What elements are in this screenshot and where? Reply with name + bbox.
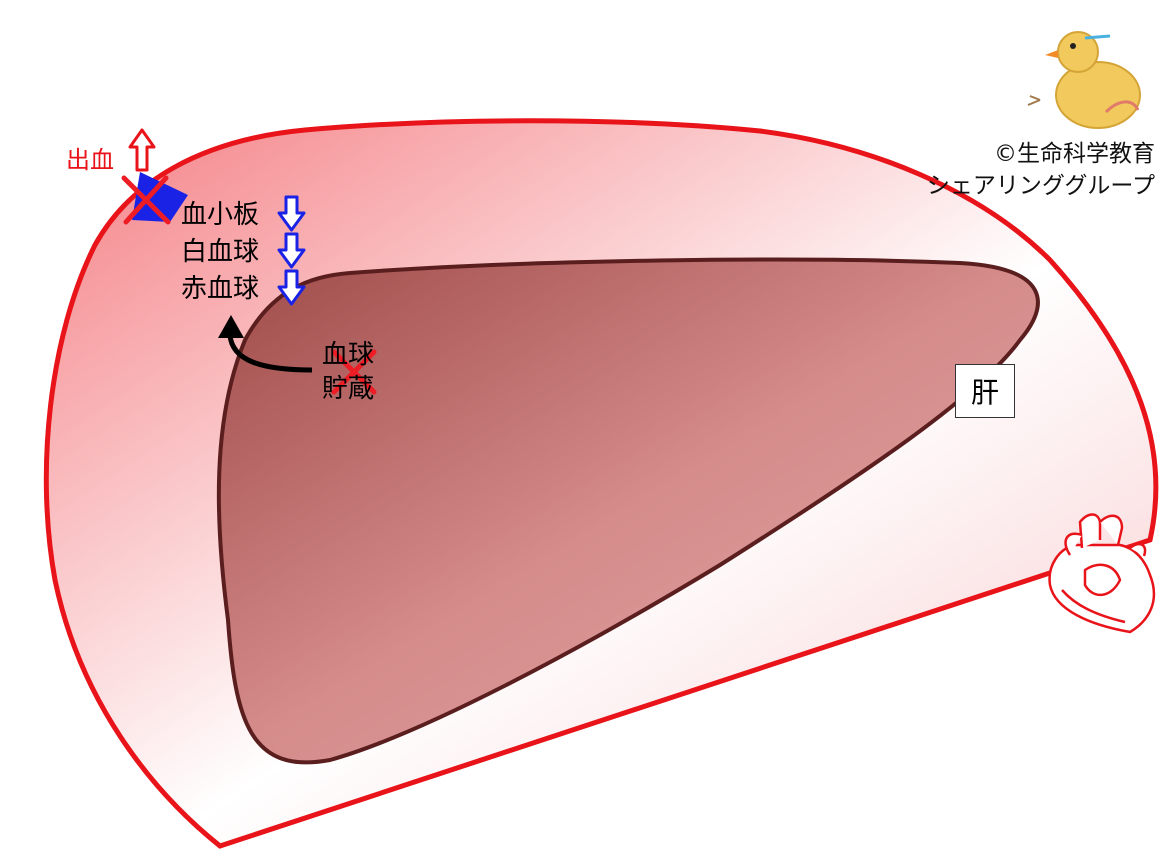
storage-cross-icon [331,349,377,395]
white-cells-label: 白血球 [181,237,260,267]
credit-line-1: ©生命科学教育 [994,141,1155,167]
curved-arrow-icon [227,334,313,373]
credit-line-2: シェアリンググループ [926,173,1155,199]
red-cells-label: 赤血球 [181,274,260,304]
platelets-label: 血小板 [181,200,260,230]
storage-label-line1: 血球 [322,340,375,370]
storage-label-line2: 貯蔵 [322,374,375,404]
chick-mascot-icon [1027,31,1141,129]
cross-icon [121,175,171,225]
down-arrow-icon [277,195,306,306]
liver-label-box: 肝 [955,364,1015,418]
hemorrhage-label: 出血 [66,146,114,174]
liver-label: 肝 [970,376,999,409]
bleeding-wedge-icon [132,172,188,222]
liver-shape [216,257,1040,765]
heart-icon [1048,513,1156,634]
up-arrow-icon [128,128,156,172]
